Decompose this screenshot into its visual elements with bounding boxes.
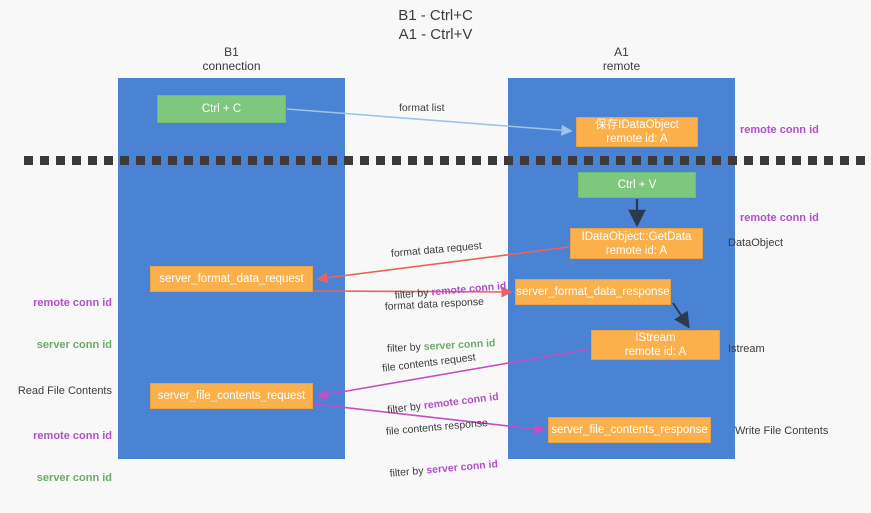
note-read-file-contents: Read File Contents	[17, 385, 112, 397]
edge-label-format-list: format list	[399, 102, 445, 114]
node-server-file-contents-request[interactable]: server_file_contents_request	[150, 383, 313, 409]
node-server-format-data-request[interactable]: server_format_data_request	[150, 266, 313, 292]
note-left-server-conn-id: server conn id	[36, 339, 112, 351]
diagram-canvas: B1 - Ctrl+C A1 - Ctrl+V B1 connection A1…	[17, 7, 871, 484]
edge-label-file-contents-response-line1: file contents response	[385, 416, 489, 438]
note-left-remote-conn-id-2: remote conn id	[33, 430, 112, 442]
node-server-file-contents-response[interactable]: server_file_contents_response	[548, 417, 711, 443]
node-istream[interactable]: IStream remote id: A	[591, 330, 720, 360]
edge-label-format-data-response-line1: format data response	[384, 295, 485, 313]
note-remote-conn-id-top: remote conn id	[740, 124, 819, 136]
note-left-conn-ids-lower: remote conn id server conn id	[17, 401, 112, 513]
node-save-idataobject[interactable]: 保存IDataObject remote id: A	[576, 117, 698, 147]
filter-key-server-conn-id: server conn id	[425, 458, 499, 477]
note-write-file-contents: Write File Contents	[735, 425, 829, 437]
diagram-title: B1 - Ctrl+C A1 - Ctrl+V	[398, 7, 473, 43]
note-left-server-conn-id-2: server conn id	[36, 472, 112, 484]
note-dataobject: DataObject	[728, 237, 784, 249]
node-server-format-data-response[interactable]: server_format_data_response	[515, 279, 671, 305]
node-ctrl-c[interactable]: Ctrl + C	[157, 95, 286, 123]
phase-divider	[24, 156, 871, 165]
note-left-conn-ids-upper: remote conn id server conn id	[17, 268, 112, 380]
edge-label-file-contents-response-line2: filter by server conn id	[389, 457, 498, 480]
edge-label-format-data-request-line1: format data request	[390, 239, 483, 260]
column-header-b1: B1 connection	[202, 45, 261, 73]
note-left-remote-conn-id: remote conn id	[33, 297, 112, 309]
note-remote-conn-id-mid: remote conn id	[740, 212, 819, 224]
edge-label-file-contents-response: file contents response filter by server …	[383, 388, 501, 509]
edge-label-file-contents-request-line1: file contents request	[381, 351, 477, 375]
note-istream: Istream	[728, 343, 765, 355]
node-idataobject-getdata[interactable]: IDataObject::GetData remote id: A	[570, 228, 703, 259]
node-ctrl-v[interactable]: Ctrl + V	[578, 172, 696, 198]
column-header-a1: A1 remote	[602, 45, 641, 73]
